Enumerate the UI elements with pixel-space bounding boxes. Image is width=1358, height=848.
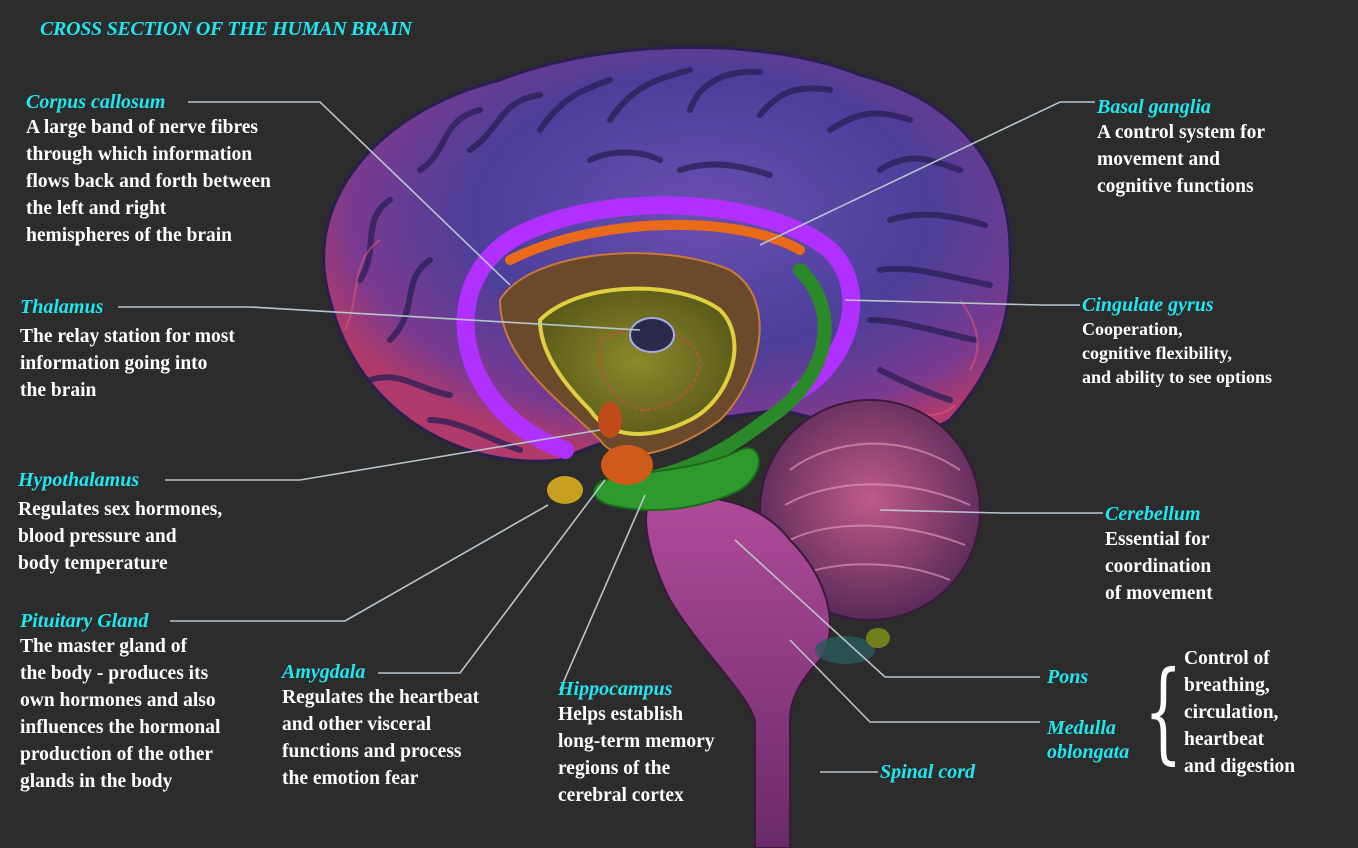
label-desc: Control of breathing, circulation, heart… xyxy=(1184,648,1296,777)
label-name: Basal ganglia xyxy=(1097,96,1211,118)
label-name: Corpus callosum xyxy=(26,91,166,113)
label-desc: Cooperation, cognitive flexibility, and … xyxy=(1082,319,1273,387)
label-name: Spinal cord xyxy=(880,761,976,783)
pons-shape xyxy=(815,636,875,664)
label-name: Hypothalamus xyxy=(18,469,140,491)
pituitary-shape xyxy=(547,476,583,504)
diencephalon-shape xyxy=(498,252,761,456)
label-name: Medulla oblongata xyxy=(1047,717,1130,763)
leader-lines xyxy=(118,101,1103,773)
corpus-callosum-shape xyxy=(456,196,861,459)
label-basal-ganglia: Basal ganglia A control system for movem… xyxy=(1097,95,1265,200)
label-corpus-callosum: Corpus callosum A large band of nerve fi… xyxy=(26,90,271,249)
label-hypothalamus: Hypothalamus Regulates sex hormones, blo… xyxy=(18,468,222,577)
label-name: Cerebellum xyxy=(1105,503,1201,525)
label-desc: A large band of nerve fibres through whi… xyxy=(26,117,271,246)
label-desc: The relay station for most information g… xyxy=(20,326,235,401)
label-name: Amygdala xyxy=(282,661,366,683)
diagram-title: CROSS SECTION OF THE HUMAN BRAIN xyxy=(40,18,412,40)
label-desc: A control system for movement and cognit… xyxy=(1097,122,1266,197)
label-desc: Helps establish long-term memory regions… xyxy=(558,704,715,806)
label-desc: Regulates sex hormones, blood pressure a… xyxy=(18,499,223,574)
label-hippocampus: Hippocampus Helps establish long-term me… xyxy=(558,677,714,809)
label-thalamus: Thalamus The relay station for most info… xyxy=(20,295,235,404)
label-desc: Regulates the heartbeat and other viscer… xyxy=(282,687,480,789)
thalamus-shape xyxy=(629,317,675,353)
hippocampus-shape xyxy=(593,447,760,511)
label-brainstem-function: Control of breathing, circulation, heart… xyxy=(1184,645,1295,780)
hypothalamus-shape xyxy=(598,402,622,438)
label-pons: Pons xyxy=(1047,665,1088,689)
cerebellum-shape xyxy=(759,399,981,621)
amygdala-shape xyxy=(601,445,653,485)
label-name: Cingulate gyrus xyxy=(1082,294,1214,316)
label-name: Pons xyxy=(1047,666,1089,688)
label-spinal-cord: Spinal cord xyxy=(880,760,975,784)
label-cerebellum: Cerebellum Essential for coordination of… xyxy=(1105,502,1213,607)
label-name: Pituitary Gland xyxy=(20,610,149,632)
label-name: Thalamus xyxy=(20,296,104,318)
label-medulla-oblongata: Medulla oblongata xyxy=(1047,716,1129,764)
label-desc: Essential for coordination of movement xyxy=(1105,529,1213,604)
label-amygdala: Amygdala Regulates the heartbeat and oth… xyxy=(282,660,479,792)
label-name: Hippocampus xyxy=(558,678,673,700)
label-cingulate-gyrus: Cingulate gyrus Cooperation, cognitive f… xyxy=(1082,293,1272,389)
label-pituitary-gland: Pituitary Gland The master gland of the … xyxy=(20,609,220,795)
label-desc: The master gland of the body - produces … xyxy=(20,636,221,792)
brace-glyph: { xyxy=(1144,647,1183,775)
